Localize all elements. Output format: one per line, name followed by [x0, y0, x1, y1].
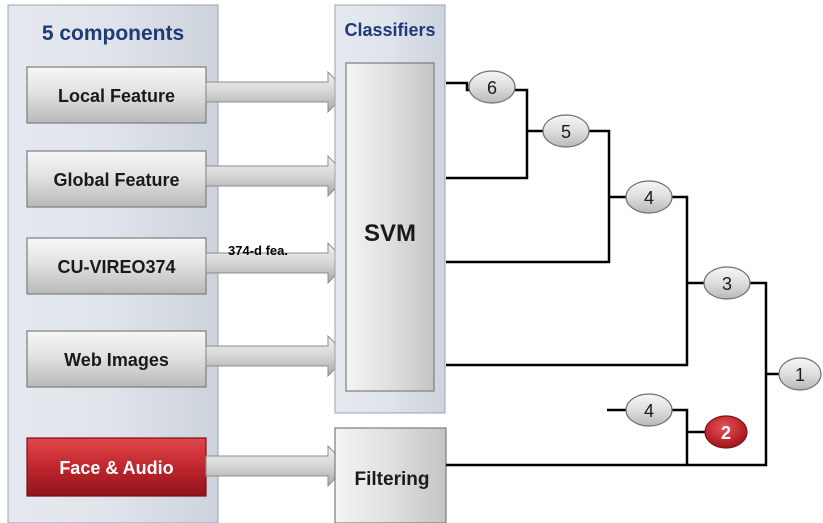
fusion-node-4: 4: [625, 180, 673, 214]
component-cu-vireo374: CU-VIREO374: [26, 237, 207, 295]
arrow-face-audio: [205, 444, 348, 488]
fusion-node-label: 4: [644, 401, 654, 421]
fusion-node-3: 3: [703, 266, 751, 300]
component-label: Web Images: [64, 350, 169, 370]
fusion-node-label: 2: [721, 423, 731, 443]
component-face-audio: Face & Audio: [26, 437, 207, 497]
svm-box: SVM: [345, 62, 435, 392]
fusion-node-label: 5: [561, 122, 571, 142]
fusion-node-5: 5: [542, 114, 590, 148]
fusion-node-4-filter: 4: [625, 393, 673, 427]
component-web-images: Web Images: [26, 330, 207, 388]
fusion-node-label: 4: [644, 188, 654, 208]
classifiers-panel-title: Classifiers: [344, 20, 435, 40]
svm-label: SVM: [364, 220, 416, 247]
component-label: Face & Audio: [59, 458, 173, 478]
component-local-feature: Local Feature: [26, 66, 207, 124]
fusion-node-6: 6: [468, 70, 516, 104]
component-label: CU-VIREO374: [57, 257, 175, 277]
fusion-node-2: 2: [704, 415, 748, 449]
arrow-local-feature: [205, 70, 348, 114]
arrow-global-feature: [205, 154, 348, 198]
arrow-web-images: [205, 334, 348, 378]
fusion-node-label: 6: [487, 78, 497, 98]
component-global-feature: Global Feature: [26, 150, 207, 208]
feature-dimension-label: 374-d fea.: [228, 243, 288, 258]
fusion-node-1: 1: [778, 357, 822, 391]
fusion-node-label: 1: [795, 365, 805, 385]
component-label: Global Feature: [53, 170, 179, 190]
component-label: Local Feature: [58, 86, 175, 106]
fusion-tree-wires: [446, 81, 780, 467]
filtering-box: Filtering: [334, 427, 447, 523]
filtering-label: Filtering: [355, 469, 430, 490]
components-panel-title: 5 components: [42, 22, 184, 45]
fusion-node-label: 3: [722, 274, 732, 294]
